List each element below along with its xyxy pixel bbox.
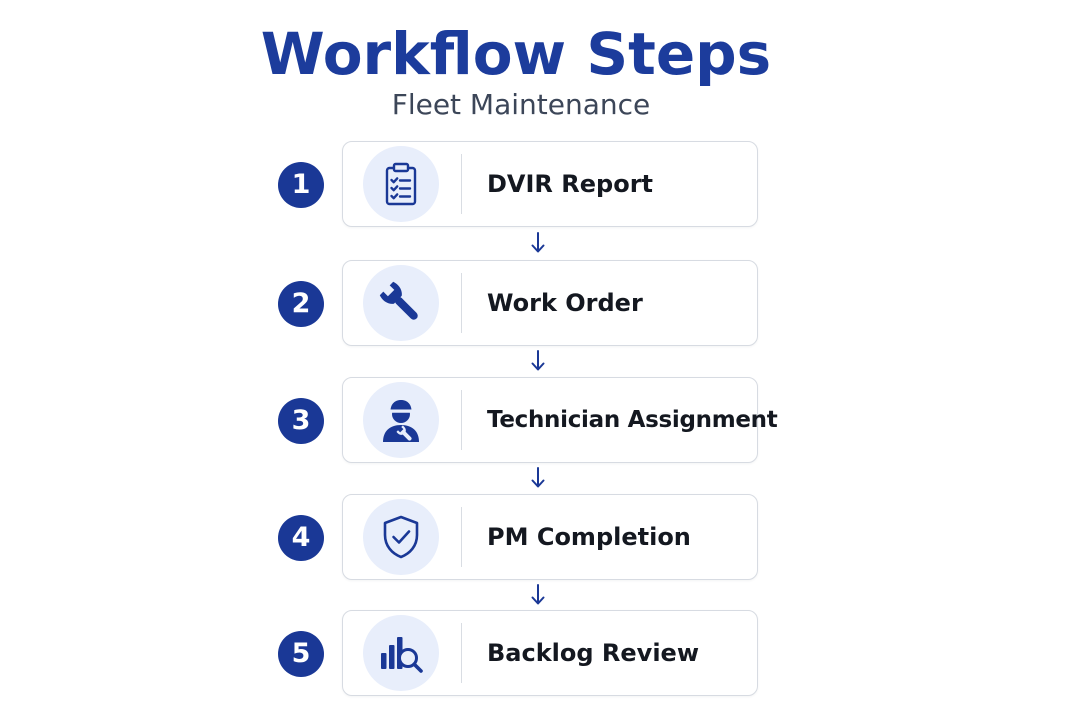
step-label: Work Order	[487, 289, 643, 317]
step-label: Backlog Review	[487, 639, 700, 667]
down-arrow-icon	[531, 584, 545, 605]
shield-check-icon	[363, 499, 439, 575]
step-card[interactable]: Work Order	[342, 260, 758, 346]
clipboard-checklist-icon	[363, 146, 439, 222]
step-number-badge: 2	[278, 281, 324, 327]
step-label: Technician Assignment	[487, 407, 778, 433]
card-divider	[461, 154, 462, 214]
step-label: PM Completion	[487, 523, 691, 551]
step-number-badge: 5	[278, 631, 324, 677]
workflow-step-1: 1 DVIR Report	[0, 141, 1080, 227]
down-arrow-icon	[531, 232, 545, 253]
step-card[interactable]: PM Completion	[342, 494, 758, 580]
step-label: DVIR Report	[487, 170, 653, 198]
technician-icon	[363, 382, 439, 458]
card-divider	[461, 273, 462, 333]
card-divider	[461, 623, 462, 683]
card-divider	[461, 507, 462, 567]
step-number-badge: 4	[278, 515, 324, 561]
page-title: Workflow Steps	[260, 20, 772, 88]
step-card[interactable]: DVIR Report	[342, 141, 758, 227]
bar-chart-search-icon	[363, 615, 439, 691]
down-arrow-icon	[531, 467, 545, 488]
wrench-icon	[363, 265, 439, 341]
workflow-step-4: 4 PM Completion	[0, 494, 1080, 580]
step-number-badge: 3	[278, 398, 324, 444]
card-divider	[461, 390, 462, 450]
page-subtitle: Fleet Maintenance	[391, 88, 651, 121]
step-number-badge: 1	[278, 162, 324, 208]
workflow-step-5: 5 Backlog Review	[0, 610, 1080, 696]
down-arrow-icon	[531, 350, 545, 371]
step-card[interactable]: Backlog Review	[342, 610, 758, 696]
workflow-step-2: 2 Work Order	[0, 260, 1080, 346]
step-card[interactable]: Technician Assignment	[342, 377, 778, 463]
workflow-step-3: 3 Technician Assignment	[0, 377, 1080, 463]
